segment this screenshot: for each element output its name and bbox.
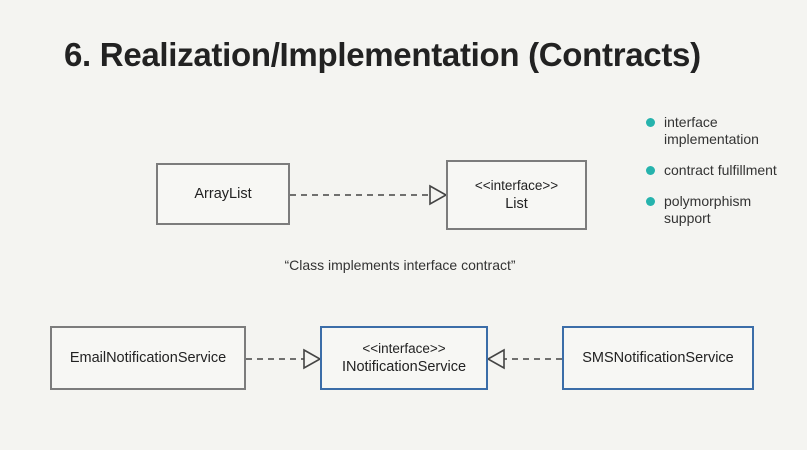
bullet-text: polymorphism support	[664, 193, 752, 226]
page-title: 6. Realization/Implementation (Contracts…	[64, 36, 701, 73]
feature-list: interface implementation contract fulfil…	[646, 114, 796, 241]
email-notification-service-box: EmailNotificationService	[50, 326, 246, 390]
hollow-triangle-arrowhead-icon	[486, 348, 505, 370]
diagram-caption: “Class implements interface contract”	[284, 257, 516, 273]
class-name: SMSNotificationService	[582, 349, 734, 366]
bullet-text: contract fulfillment	[664, 162, 777, 178]
interface-name: List	[505, 196, 528, 212]
bullet-text: interface implementation	[664, 114, 759, 147]
bullet-dot-icon	[646, 197, 655, 206]
interface-stereotype: <<interface>>	[474, 178, 559, 193]
bullet-item: interface implementation	[646, 114, 796, 148]
class-name: EmailNotificationService	[69, 349, 227, 366]
hollow-triangle-arrowhead-icon	[303, 348, 322, 370]
inotification-service-interface-box: <<interface>> INotificationService	[320, 326, 488, 390]
list-interface-box: <<interface>> List	[446, 160, 587, 230]
interface-name: INotificationService	[341, 359, 467, 375]
hollow-triangle-arrowhead-icon	[429, 184, 448, 206]
bullet-dot-icon	[646, 118, 655, 127]
sms-notification-service-box: SMSNotificationService	[562, 326, 754, 390]
bullet-dot-icon	[646, 166, 655, 175]
bullet-item: contract fulfillment	[646, 162, 796, 179]
class-name: ArrayList	[194, 185, 252, 202]
interface-stereotype: <<interface>>	[362, 341, 446, 356]
bullet-item: polymorphism support	[646, 193, 796, 227]
arraylist-class-box: ArrayList	[156, 163, 290, 225]
